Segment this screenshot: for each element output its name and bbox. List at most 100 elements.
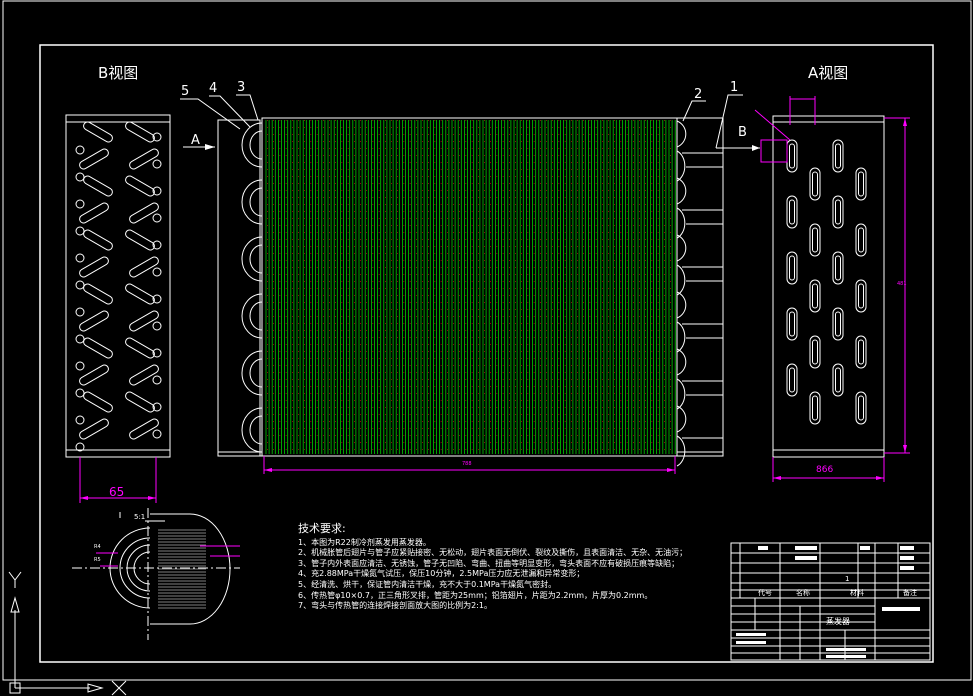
u-bend-lower [676, 207, 686, 239]
a-slot [855, 391, 867, 425]
u-bend [676, 120, 687, 148]
b-slot [129, 202, 159, 224]
a-view [754, 96, 910, 482]
title-block-header-code: 代号 [758, 589, 772, 597]
b-slot [79, 202, 109, 224]
return-bend-inner [249, 301, 263, 331]
a-slot [809, 391, 821, 425]
b-view-title: B视图 [98, 64, 139, 82]
b-slot [125, 229, 155, 251]
b-hole [152, 429, 162, 439]
b-slot [83, 175, 113, 197]
a-slot-inner [812, 283, 818, 309]
a-slot [855, 167, 867, 201]
b-slot [83, 121, 113, 143]
b-hole [75, 199, 85, 209]
a-slot [809, 279, 821, 313]
a-slot [832, 363, 844, 397]
a-slot [786, 139, 798, 173]
u-bend [676, 348, 687, 376]
title-block-drawing-name: 蒸发器 [826, 617, 850, 626]
dimension-coil-length: 788 [462, 461, 472, 467]
b-slot [83, 229, 113, 251]
title-block-fills [736, 546, 920, 658]
callout-1: 1 [730, 80, 739, 95]
b-slot [125, 175, 155, 197]
a-slot-inner [835, 143, 841, 169]
a-slot-inner [789, 143, 795, 169]
b-hole [152, 240, 162, 250]
a-slot-inner [812, 395, 818, 421]
u-bend-lower [676, 264, 686, 296]
b-slot [129, 418, 159, 440]
tube-stub [682, 266, 724, 282]
a-slot-inner [835, 199, 841, 225]
dimension-a-width: 866 [816, 465, 834, 475]
b-slot [79, 256, 109, 278]
return-bend [241, 293, 263, 339]
b-slot [83, 283, 113, 305]
title-block-header-remark: 备注 [903, 589, 917, 597]
drawing-border [39, 44, 934, 663]
b-hole [152, 294, 162, 304]
b-hole [152, 375, 162, 385]
a-slot [855, 335, 867, 369]
a-slot [809, 335, 821, 369]
tube-stub [682, 380, 724, 396]
b-hole [75, 442, 85, 452]
technical-requirements-title: 技术要求: [298, 522, 346, 535]
fin-pack [265, 120, 676, 454]
b-slot [125, 283, 155, 305]
detail-fins [158, 529, 206, 609]
title-block-header-name: 名称 [796, 589, 810, 597]
return-bend [241, 236, 263, 282]
a-slot-inner [789, 311, 795, 337]
b-hole [152, 159, 162, 169]
a-slot-inner [835, 311, 841, 337]
a-slot-inner [789, 255, 795, 281]
b-hole [152, 402, 162, 412]
return-bend [241, 122, 263, 168]
u-bend-lower [676, 378, 686, 410]
left-return-bends [241, 122, 263, 453]
tech-item: 1、本图为R22制冷剂蒸发用蒸发器。 [298, 537, 431, 547]
b-slot [129, 310, 159, 332]
coil-main-view [217, 117, 724, 474]
b-hole [75, 307, 85, 317]
title-block [730, 542, 931, 661]
b-slot [125, 121, 155, 143]
technical-requirements: 技术要求: 1、本图为R22制冷剂蒸发用蒸发器。 2、机械胀管后翅片与管子应紧贴… [298, 522, 687, 612]
a-slot [855, 279, 867, 313]
detail-section [72, 508, 240, 640]
a-slot-inner [789, 199, 795, 225]
return-bend-inner [249, 187, 263, 217]
title-block-header-material: 材料 [850, 589, 864, 597]
b-hole [75, 145, 85, 155]
tube-stub [682, 437, 724, 453]
detail-radius-r4: R4 [94, 544, 101, 550]
u-bend [676, 234, 687, 262]
b-hole [75, 334, 85, 344]
b-hole [75, 388, 85, 398]
u-bend [676, 177, 687, 205]
return-bend [241, 179, 263, 225]
a-view-title: A视图 [808, 64, 849, 82]
b-hole [75, 253, 85, 263]
b-slot [125, 337, 155, 359]
b-hole [152, 348, 162, 358]
b-slot [83, 391, 113, 413]
callout-leaders [180, 94, 760, 151]
b-slot [79, 418, 109, 440]
a-slot [809, 167, 821, 201]
b-slot [79, 148, 109, 170]
return-bend-inner [249, 130, 263, 160]
a-slot-inner [858, 171, 864, 197]
b-hole [152, 321, 162, 331]
b-slot [129, 364, 159, 386]
tech-item: 7、弯头与传热管的连接焊接剖面放大图的比例为2:1。 [298, 601, 492, 611]
b-slot [125, 391, 155, 413]
u-bend [676, 291, 687, 319]
a-slot [832, 307, 844, 341]
a-slot [786, 307, 798, 341]
view-arrow-a-label: A [191, 133, 200, 148]
